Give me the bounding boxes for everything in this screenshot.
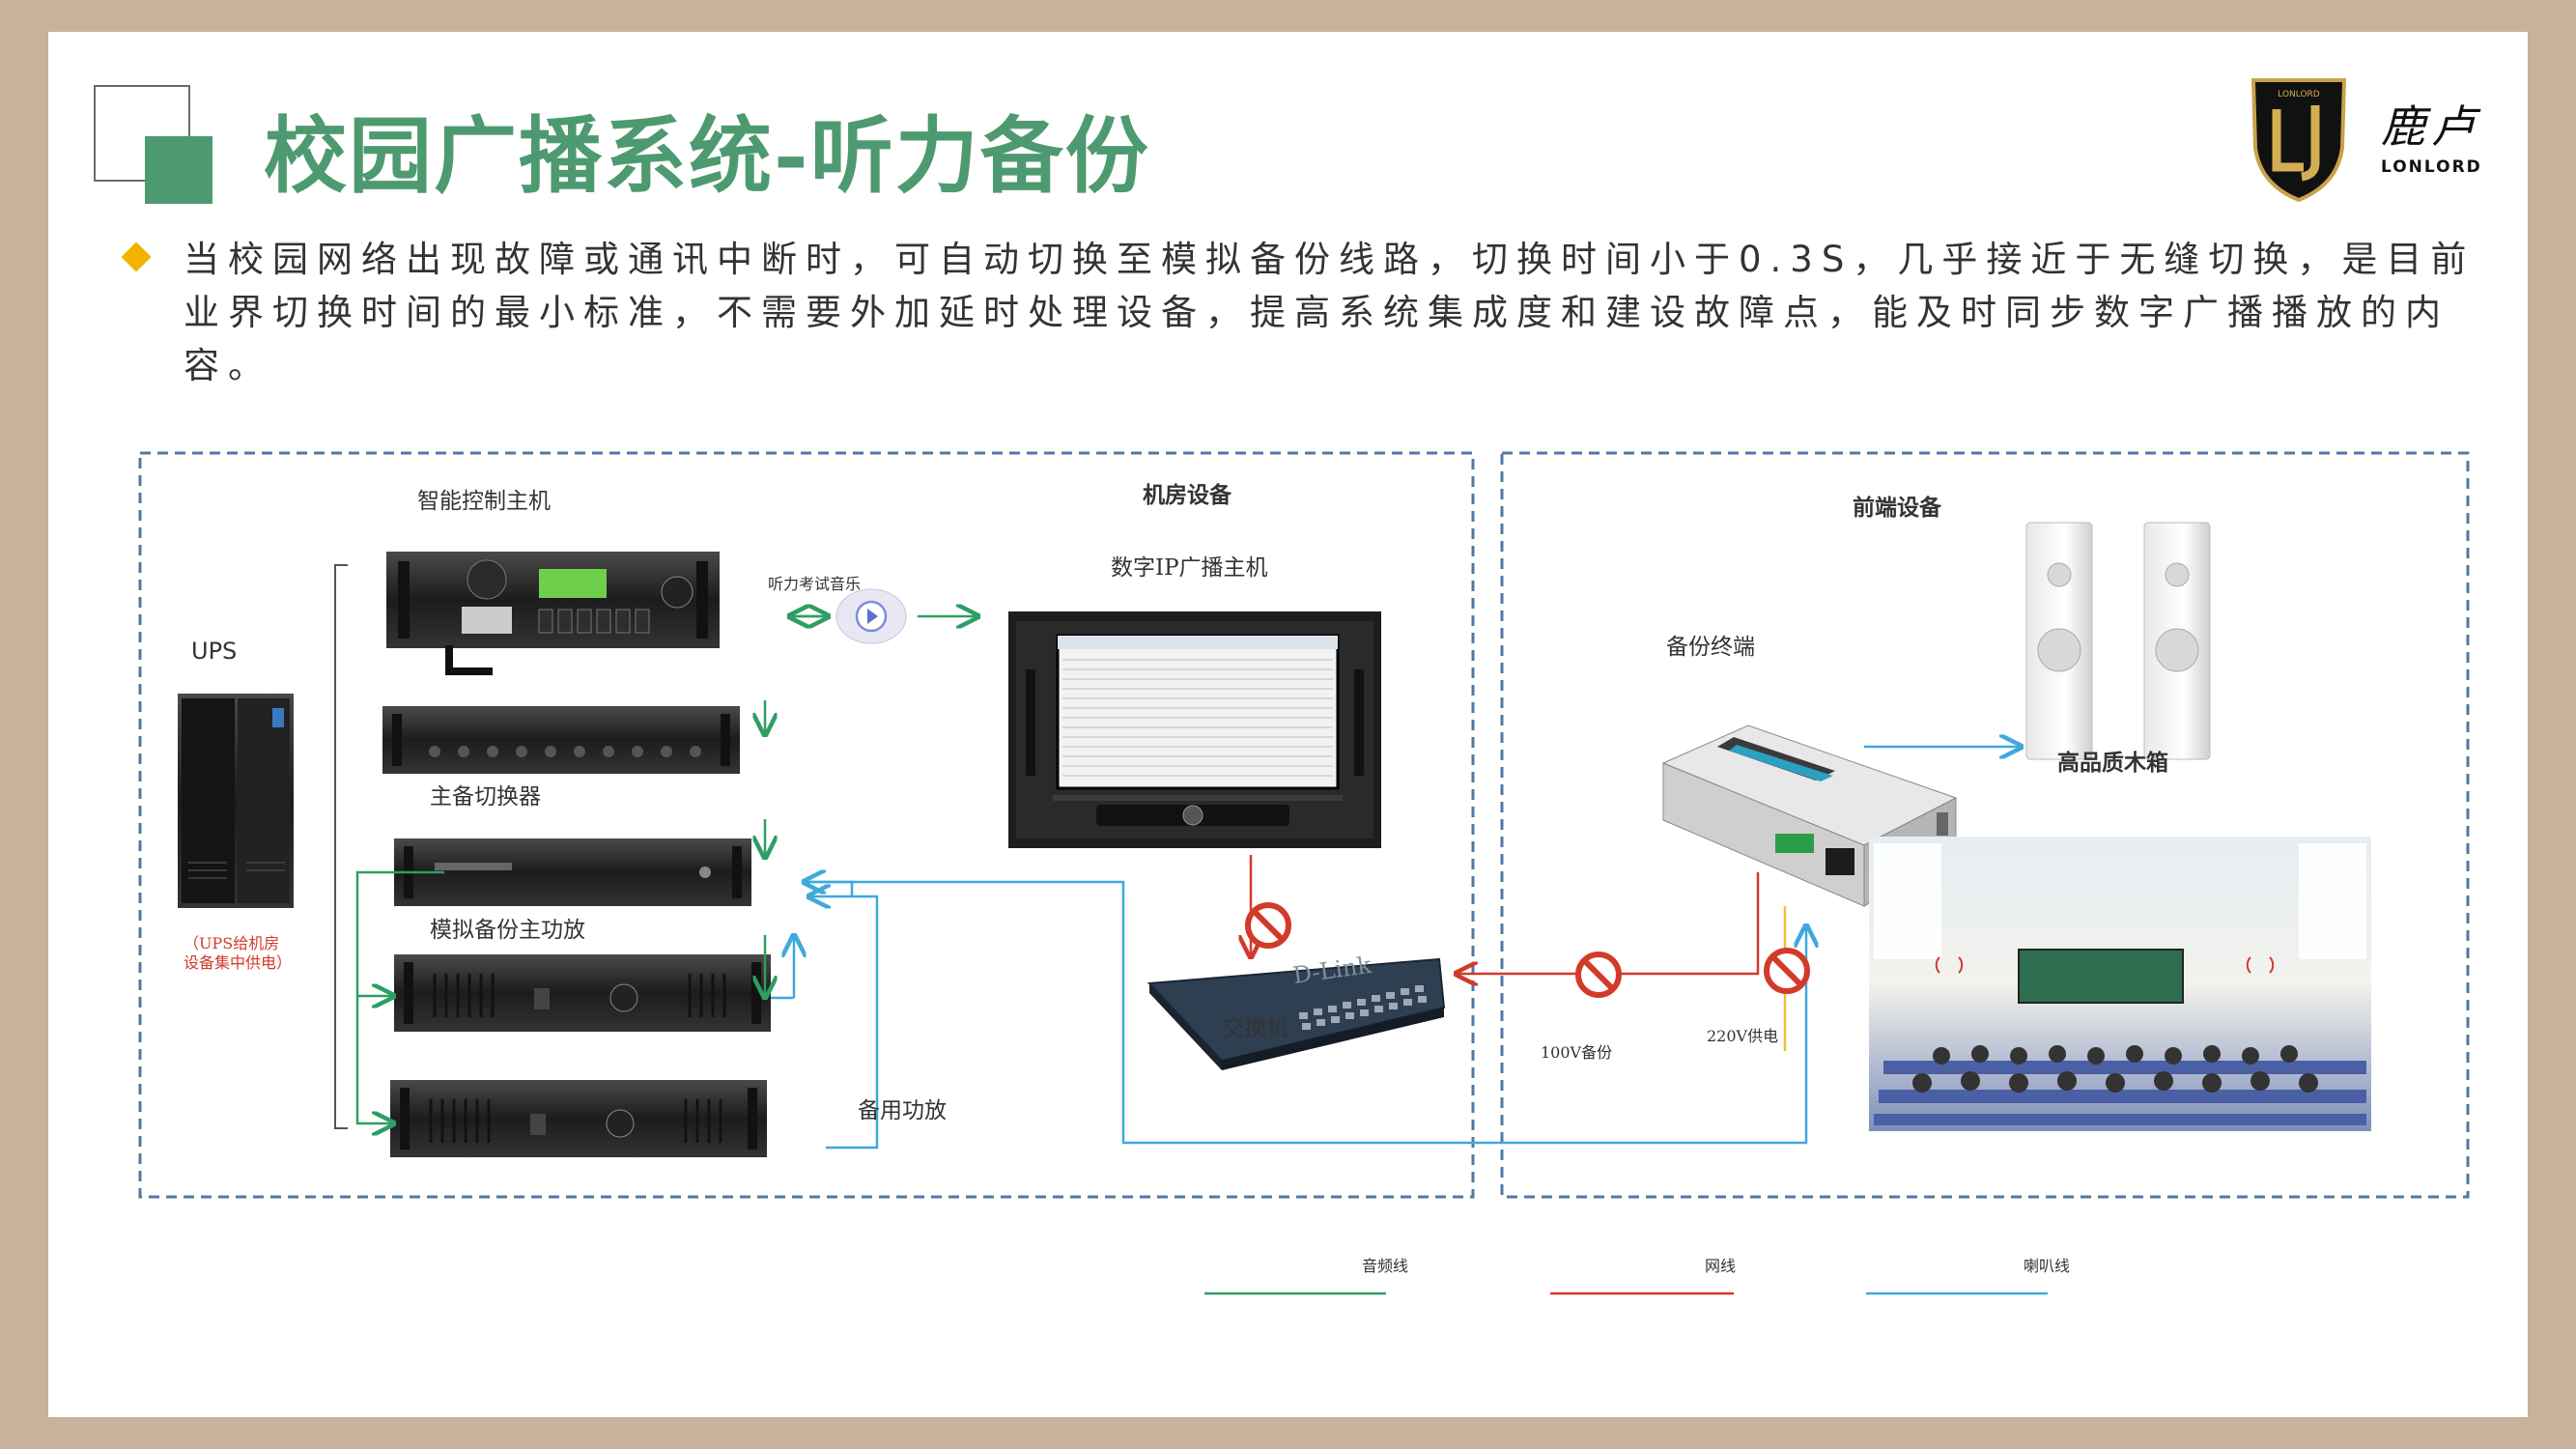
prohibit-icon-3 <box>1764 948 1810 994</box>
ups-note-line-1: （UPS给机房 <box>184 934 280 952</box>
prohibit-icon-2 <box>1575 952 1622 998</box>
ups-label: UPS <box>191 638 238 665</box>
front-end-label: 前端设备 <box>1853 495 1941 521</box>
listening-music-label: 听力考试音乐 <box>768 575 862 593</box>
main-backup-switcher <box>382 706 740 774</box>
switch-label: 交换机 <box>1222 1016 1288 1041</box>
analog-backup-amplifier <box>394 838 751 906</box>
logo-shield-icon: LONLORD <box>2250 78 2347 203</box>
machine-room-label: 机房设备 <box>1143 482 1231 508</box>
ups-note-line-2: 设备集中供电） <box>184 953 293 972</box>
logo-english-name: LONLORD <box>2381 157 2482 177</box>
legend-speaker-label: 喇叭线 <box>2024 1257 2071 1275</box>
smart-host-label: 智能控制主机 <box>417 489 551 514</box>
system-diagram: D-Link <box>138 451 2470 1295</box>
analog-amp-label: 模拟备份主功放 <box>430 918 585 943</box>
legend-audio-label: 音频线 <box>1362 1257 1409 1275</box>
brand-logo: LONLORD 鹿卢 LONLORD <box>2246 71 2497 206</box>
speaker-label: 高品质木箱 <box>2057 750 2168 776</box>
backup-amp-label: 备用功放 <box>858 1098 947 1123</box>
prohibit-icon-1 <box>1245 902 1291 949</box>
switcher-label: 主备切换器 <box>430 784 541 810</box>
front-end-frame <box>1500 451 2470 1199</box>
title-decoration-square <box>145 136 212 204</box>
ip-host-label: 数字IP广播主机 <box>1111 555 1268 581</box>
speaker-left <box>2025 522 2093 760</box>
page-title: 校园广播系统-听力备份 <box>264 107 1150 205</box>
play-music-icon <box>835 588 907 644</box>
network-switch: D-Link <box>1146 952 1446 1070</box>
ip-broadcast-host <box>1008 611 1381 848</box>
backup-100v-label: 100V备份 <box>1541 1043 1613 1062</box>
smart-control-host <box>386 552 720 675</box>
title-decoration-outline <box>94 85 190 182</box>
logo-chinese-name: 鹿卢 <box>2381 100 2481 153</box>
description-paragraph: 当校园网络出现故障或通讯中断时，可自动切换至模拟备份线路，切换时间小于0.3S，… <box>184 239 2476 386</box>
network-lines <box>1251 855 1760 974</box>
speaker-lines <box>771 747 2019 1150</box>
slide: 校园广播系统-听力备份 LONLORD 鹿卢 LONLORD 当校园网络出现故障… <box>48 32 2528 1417</box>
classroom-photo <box>1869 837 2371 1131</box>
logo-shield-text: LONLORD <box>2278 90 2320 99</box>
backup-amplifier-1 <box>394 954 771 1032</box>
ups-cabinet <box>178 694 294 908</box>
legend-network-label: 网线 <box>1705 1257 1737 1275</box>
rack-bracket <box>334 564 348 1129</box>
power-220v-label: 220V供电 <box>1707 1027 1779 1045</box>
backup-amplifier-2 <box>390 1080 767 1157</box>
machine-room-frame <box>138 451 1475 1199</box>
speaker-pair <box>2025 522 2211 760</box>
speaker-right <box>2143 522 2211 760</box>
backup-terminal-label: 备份终端 <box>1666 635 1755 660</box>
